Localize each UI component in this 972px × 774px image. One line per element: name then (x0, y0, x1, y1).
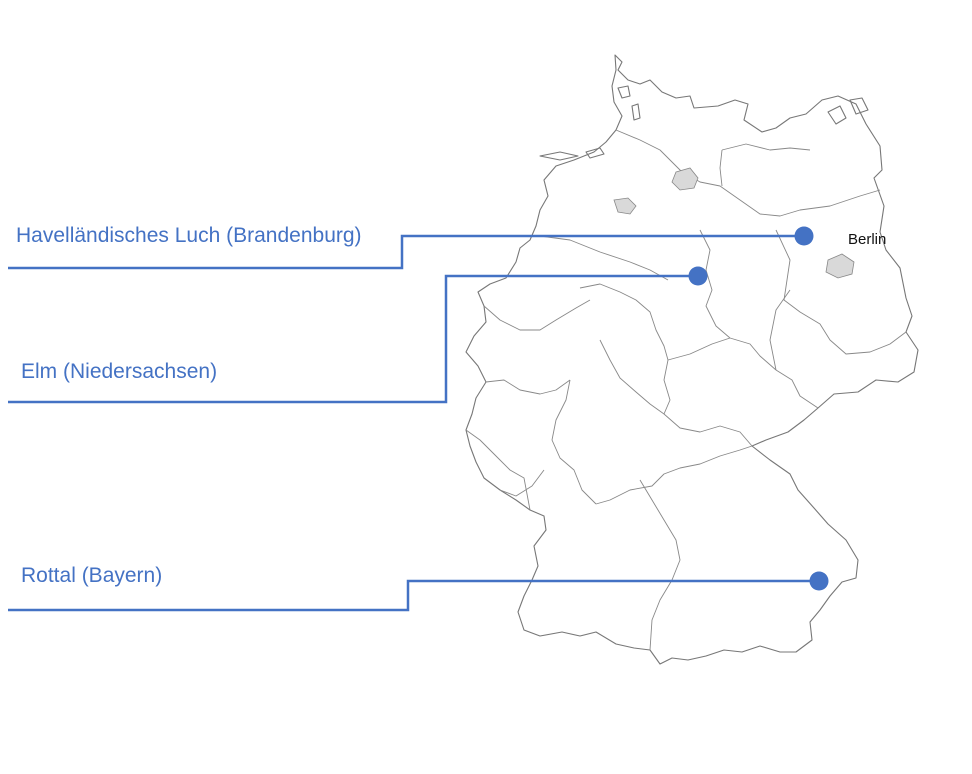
region-label-elm: Elm (Niedersachsen) (21, 360, 218, 383)
leader-line-elm (8, 274, 697, 404)
island (631, 103, 641, 121)
state-border (775, 369, 819, 409)
state-border (499, 469, 545, 497)
state-border (615, 129, 881, 217)
city-state-hamburg (671, 167, 699, 191)
leader-line-havellaendisches-luch (8, 234, 803, 270)
city-label-berlin: Berlin (848, 231, 887, 248)
state-border (599, 339, 665, 415)
region-label-havellaendisches-luch: Havelländisches Luch (Brandenburg) (16, 224, 362, 247)
island (849, 97, 869, 115)
state-border (667, 337, 731, 361)
state-border (595, 445, 753, 505)
state-border (579, 283, 669, 361)
island (827, 105, 847, 125)
island (585, 147, 605, 159)
leader-line-rottal (8, 579, 818, 612)
island (539, 151, 579, 161)
state-border (775, 229, 907, 355)
state-border (769, 289, 791, 371)
state-border (465, 429, 531, 511)
location-marker-rottal[interactable] (809, 571, 829, 591)
country-outline (465, 54, 919, 665)
region-label-rottal: Rottal (Bayern) (21, 564, 163, 587)
state-border (539, 235, 669, 281)
state-border (719, 149, 723, 187)
state-border (551, 379, 597, 505)
state-border (639, 479, 681, 651)
state-border (485, 379, 571, 395)
island (617, 85, 631, 99)
state-border (483, 299, 591, 331)
state-border (663, 359, 753, 447)
location-marker-elm[interactable] (688, 266, 708, 286)
city-state-berlin (825, 253, 855, 279)
city-state-bremen (613, 197, 637, 215)
state-border (721, 143, 811, 151)
location-marker-havellaendisches-luch[interactable] (794, 226, 814, 246)
state-border (699, 229, 777, 371)
